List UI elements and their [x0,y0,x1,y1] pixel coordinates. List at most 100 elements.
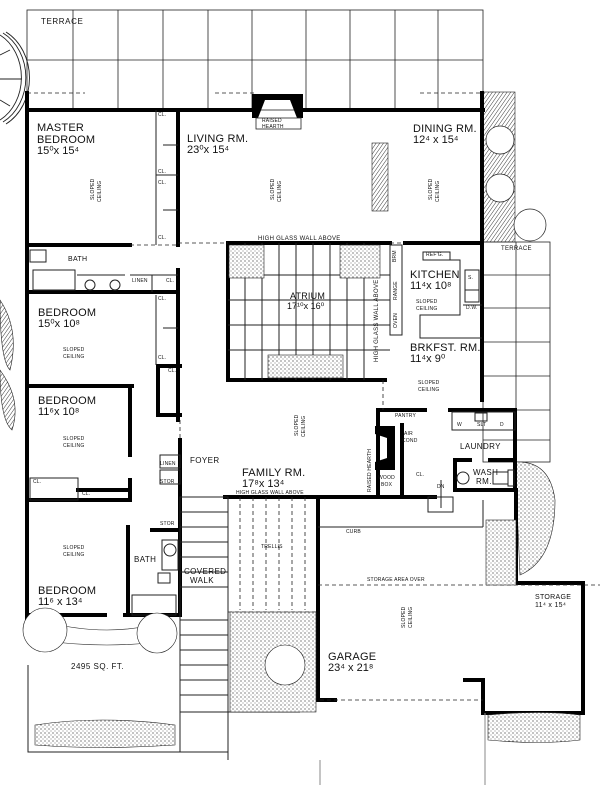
wood-box-label-2: BOX [381,482,393,488]
high-glass-wall-atrium: HIGH GLASS WALL ABOVE [374,279,380,362]
foyer-label: FOYER [190,456,220,465]
range-label: RANGE [393,281,399,300]
dryer-label: D [500,422,504,428]
closet-label-b3b: CL. [82,491,91,497]
oven-label: OVEN [393,313,399,328]
bedroom-2-dims: 15⁰x 10⁸ [38,318,81,330]
breakfast-room-label: BRKFST. RM. [410,342,481,354]
linen-label-upper: LINEN [132,278,148,284]
closet-label-m2: CL. [158,169,167,175]
curb-label: CURB [346,529,361,535]
air-cond-label-2: COND [402,438,418,444]
kitchen-sloped-label: SLOPED [416,299,438,305]
refrigerator-label: REF'G. [426,252,444,258]
broom-closet-label: BRM [392,250,398,262]
closet-label-b2: CL. [158,355,167,361]
trellis-label: TRELLIS [261,544,283,550]
closet-label-m3: CL. [158,180,167,186]
master-bedroom-label: MASTER [37,122,85,134]
bedroom-3-ceiling-label: CEILING [63,443,85,449]
garage-label: GARAGE [328,651,377,663]
laundry-label: LAUNDRY [460,442,501,451]
living-room-label: LIVING RM. [187,133,249,145]
bedroom-2-ceiling-label: CEILING [63,354,85,360]
family-room-dims: 17⁸x 13⁴ [242,478,285,490]
storage-label-2: STOR [160,521,175,527]
closet-label-m4: CL. [158,235,167,241]
sink-label: S. [468,275,474,281]
washer-label: W [457,422,462,428]
master-bedroom-dims: 15⁰x 15⁴ [37,145,80,157]
closet-label-b3a: CL. [33,479,42,485]
wash-room-label-1: WASH [473,468,499,477]
raised-hearth-label-1: RAISED [262,118,282,124]
terrace-top-label: TERRACE [41,17,84,26]
bedroom-4-ceiling-label: CEILING [63,552,85,558]
fireplaces [252,94,395,470]
planters [22,142,581,748]
bedroom-4-sloped-label: SLOPED [63,545,85,551]
atrium-label: ATRIUM [290,291,326,301]
air-cond-label-1: AIR [404,431,413,437]
covered-walk-label-2: WALK [190,576,214,585]
brkfst-ceiling-label: CEILING [418,387,440,393]
raised-hearth-label-2: HEARTH [262,124,284,130]
bedroom-3-sloped-label: SLOPED [63,436,85,442]
breakfast-room-dims: 11⁴x 9⁰ [410,353,446,365]
bedroom-2-sloped-label: SLOPED [63,347,85,353]
kitchen-dims: 11⁴x 10⁸ [410,280,452,292]
closet-label-bath: CL. [166,278,175,284]
dining-room-dims: 12⁴ x 15⁴ [413,134,459,146]
covered-walk-label-1: COVERED [184,567,227,576]
living-ceiling-label: CEILING [277,180,283,202]
bedroom-3-dims: 11⁶x 10⁸ [38,406,80,418]
garage-dims: 23⁴ x 21⁸ [328,662,374,674]
bedroom-4-label: BEDROOM [38,585,97,597]
living-room-dims: 23⁰x 15⁴ [187,144,230,156]
laundry-tub-label: SLT [477,422,487,428]
bath-lower-label: BATH [134,555,157,564]
closet-label-pantry: CL. [416,472,425,478]
storage-label-1: STOR [160,479,175,485]
closet-label-b3: CL. [168,368,177,374]
shrubs-right-lower [514,461,556,576]
linen-label-lower: LINEN [160,461,176,467]
planting-bed-right [482,91,547,243]
bedroom-4-dims: 11⁶ x 13⁴ [38,596,83,608]
dining-room-label: DINING RM. [413,123,477,135]
bedroom-3-label: BEDROOM [38,395,97,407]
master-sloped-label: SLOPED [90,178,96,201]
high-glass-wall-family: HIGH GLASS WALL ABOVE [236,490,304,496]
garage-sloped-label: SLOPED [401,606,407,629]
total-area-label: 2495 SQ. FT. [71,662,125,671]
wood-box-label-1: WOOD [378,475,395,481]
garage-ceiling-label: CEILING [408,606,414,628]
master-bedroom-label-2: BEDROOM [37,134,96,146]
kitchen-ceiling-label: CEILING [416,306,438,312]
left-shrubs [0,299,16,431]
brkfst-sloped-label: SLOPED [418,380,440,386]
wash-room-label-2: RM. [476,477,492,486]
living-sloped-label: SLOPED [270,178,276,201]
pantry-label: PANTRY [395,413,417,419]
raised-hearth-family: RAISED HEARTH [367,448,373,492]
storage-area-over-label: STORAGE AREA OVER [367,577,425,583]
terrace-right-label: TERRACE [501,246,532,252]
family-ceiling-label: CEILING [301,415,307,437]
storage-dims: 11⁴ x 15⁴ [535,602,567,609]
bath-upper-label: BATH [68,256,88,263]
down-label: DN [437,484,445,490]
high-glass-wall-top: HIGH GLASS WALL ABOVE [258,236,341,242]
family-sloped-label: SLOPED [294,414,300,437]
master-ceiling-label: CEILING [97,180,103,202]
kitchen-label: KITCHEN [410,269,460,281]
family-room-label: FAMILY RM. [242,467,306,479]
storage-label: STORAGE [535,594,572,601]
dining-sloped-label: SLOPED [428,178,434,201]
garden-arc [0,31,30,125]
bedroom-2-label: BEDROOM [38,307,97,319]
closet-label-b1: CL. [158,296,167,302]
dining-ceiling-label: CEILING [435,180,441,202]
closet-label-m1: CL. [158,112,167,118]
